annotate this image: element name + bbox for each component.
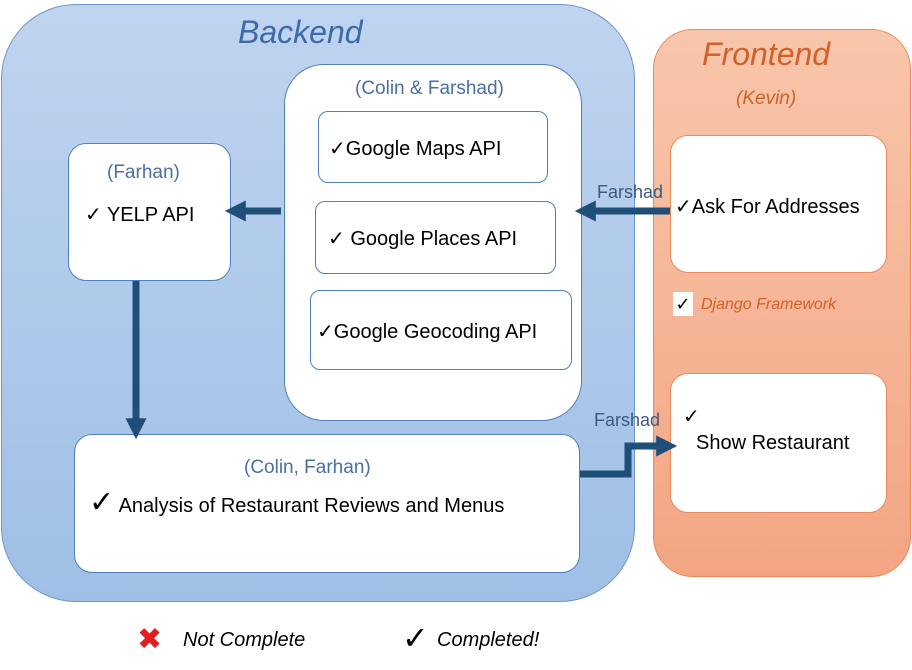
show-restaurant-box: ✓ Show Restaurant bbox=[670, 373, 887, 513]
show-restaurant-check-icon: ✓ bbox=[683, 406, 700, 428]
analysis-box: (Colin, Farhan) ✓ Analysis of Restaurant… bbox=[74, 434, 580, 573]
google-geocoding-api-box: ✓Google Geocoding API bbox=[310, 290, 572, 370]
ask-for-addresses-label: ✓Ask For Addresses bbox=[675, 194, 860, 218]
google-places-api-label: ✓ Google Places API bbox=[328, 226, 518, 250]
not-complete-icon: ✖ bbox=[137, 622, 163, 657]
backend-title: Backend bbox=[238, 14, 363, 50]
yelp-owner: (Farhan) bbox=[107, 162, 180, 183]
yelp-api-label: ✓ YELP API bbox=[85, 202, 195, 226]
connector-label-top: Farshad bbox=[597, 182, 664, 202]
google-maps-api-box: ✓Google Maps API bbox=[318, 111, 548, 183]
not-complete-label: Not Complete bbox=[183, 629, 306, 651]
check-icon: ✓ bbox=[329, 136, 346, 160]
frontend-title: Frontend bbox=[702, 36, 831, 72]
analysis-label: ✓ Analysis of Restaurant Reviews and Men… bbox=[89, 485, 505, 520]
analysis-owner: (Colin, Farhan) bbox=[244, 457, 371, 478]
google-maps-api-label: ✓Google Maps API bbox=[329, 136, 502, 160]
completed-icon: ✓ bbox=[402, 619, 429, 657]
django-check-icon: ✓ bbox=[673, 292, 693, 316]
google-geocoding-api-label: ✓Google Geocoding API bbox=[317, 319, 538, 343]
check-icon: ✓ bbox=[85, 202, 102, 226]
show-restaurant-label: Show Restaurant bbox=[696, 432, 850, 454]
completed-label: Completed! bbox=[437, 629, 540, 651]
apis-group-owner: (Colin & Farshad) bbox=[355, 78, 504, 99]
ask-for-addresses-box: ✓Ask For Addresses bbox=[670, 135, 887, 273]
google-places-api-box: ✓ Google Places API bbox=[315, 201, 556, 274]
connector-label-bottom: Farshad bbox=[594, 410, 661, 430]
check-icon: ✓ bbox=[317, 319, 334, 343]
check-icon: ✓ bbox=[328, 226, 345, 250]
frontend-owner: (Kevin) bbox=[736, 88, 797, 109]
check-icon: ✓ bbox=[675, 194, 692, 218]
yelp-api-box: (Farhan) ✓ YELP API bbox=[68, 143, 231, 281]
check-icon: ✓ bbox=[89, 485, 115, 520]
django-framework-label: Django Framework bbox=[701, 296, 837, 313]
